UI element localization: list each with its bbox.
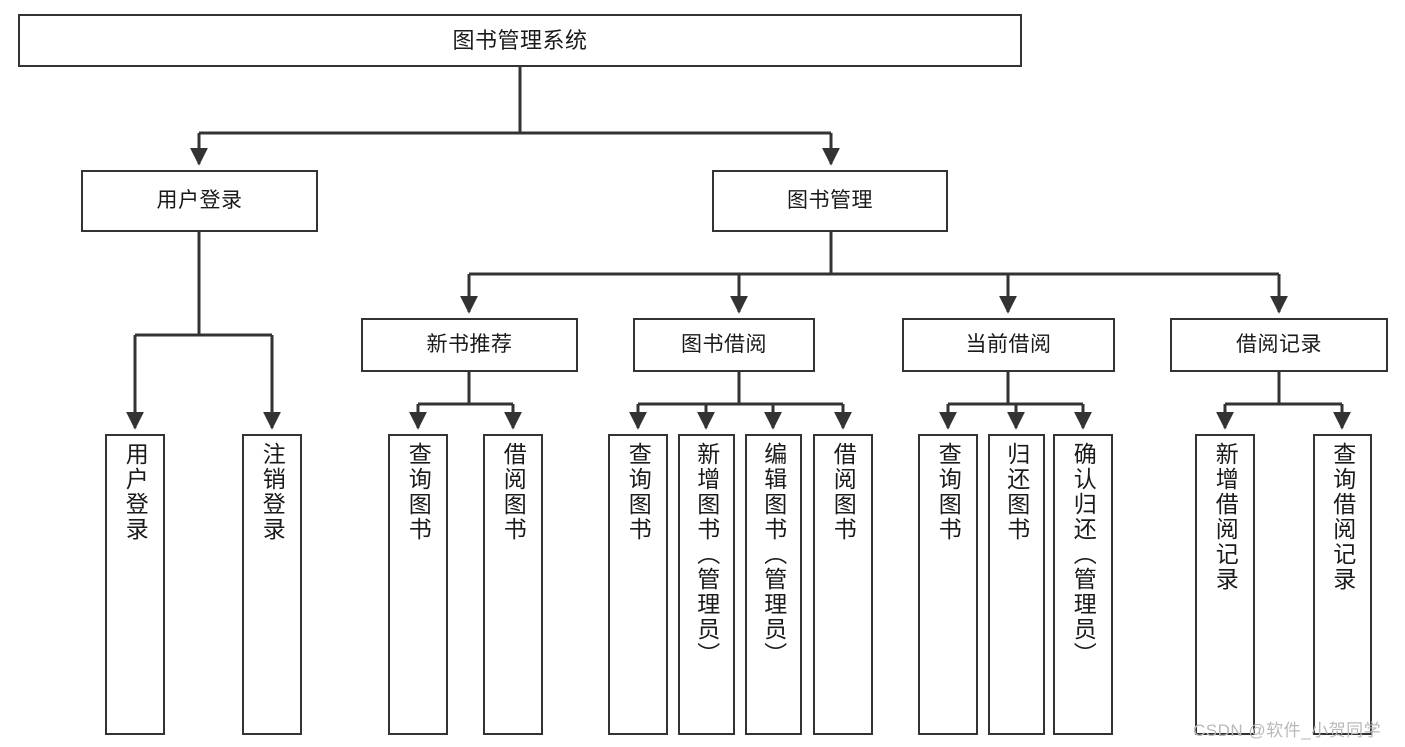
leaf-query-book-bb-label: 查询图书 — [625, 442, 652, 542]
node-book-borrow-label: 图书借阅 — [681, 332, 767, 356]
node-new-book-recommend[interactable]: 新书推荐 — [361, 318, 578, 372]
leaf-query-borrow-record[interactable]: 查询借阅记录 — [1313, 434, 1372, 735]
node-new-book-recommend-label: 新书推荐 — [426, 332, 513, 356]
node-book-management-label: 图书管理 — [787, 188, 873, 212]
leaf-user-login[interactable]: 用户登录 — [105, 434, 165, 735]
leaf-add-book-admin-label: 新增图书（管理员） — [693, 442, 720, 667]
node-borrow-record[interactable]: 借阅记录 — [1170, 318, 1388, 372]
leaf-add-book-admin[interactable]: 新增图书（管理员） — [678, 434, 735, 735]
leaf-borrow-book-bb[interactable]: 借阅图书 — [813, 434, 873, 735]
node-current-borrow-label: 当前借阅 — [965, 332, 1052, 356]
leaf-add-borrow-record-label: 新增借阅记录 — [1212, 442, 1239, 592]
node-current-borrow[interactable]: 当前借阅 — [902, 318, 1115, 372]
node-user-login[interactable]: 用户登录 — [81, 170, 318, 232]
node-user-login-label: 用户登录 — [156, 188, 243, 212]
leaf-query-borrow-record-label: 查询借阅记录 — [1329, 442, 1356, 592]
leaf-edit-book-admin[interactable]: 编辑图书（管理员） — [745, 434, 802, 735]
node-book-management[interactable]: 图书管理 — [712, 170, 948, 232]
node-borrow-record-label: 借阅记录 — [1236, 332, 1322, 356]
leaf-confirm-return-admin-label: 确认归还（管理员） — [1070, 442, 1097, 667]
leaf-edit-book-admin-label: 编辑图书（管理员） — [760, 442, 787, 667]
leaf-query-book-nbr-label: 查询图书 — [405, 442, 432, 542]
leaf-logout-label: 注销登录 — [259, 442, 286, 542]
node-root-label: 图书管理系统 — [452, 27, 588, 53]
leaf-borrow-book-nbr-label: 借阅图书 — [500, 442, 527, 542]
leaf-logout[interactable]: 注销登录 — [242, 434, 302, 735]
leaf-borrow-book-bb-label: 借阅图书 — [830, 442, 857, 542]
leaf-borrow-book-nbr[interactable]: 借阅图书 — [483, 434, 543, 735]
leaf-query-book-cb[interactable]: 查询图书 — [918, 434, 978, 735]
leaf-query-book-cb-label: 查询图书 — [935, 442, 962, 542]
node-root[interactable]: 图书管理系统 — [18, 14, 1022, 67]
watermark: CSDN @软件_小贺同学 — [1193, 721, 1382, 740]
leaf-add-borrow-record[interactable]: 新增借阅记录 — [1195, 434, 1255, 735]
leaf-user-login-label: 用户登录 — [122, 442, 149, 542]
leaf-query-book-bb[interactable]: 查询图书 — [608, 434, 668, 735]
leaf-return-book-label: 归还图书 — [1003, 442, 1030, 542]
leaf-query-book-nbr[interactable]: 查询图书 — [388, 434, 448, 735]
node-book-borrow[interactable]: 图书借阅 — [633, 318, 815, 372]
leaf-confirm-return-admin[interactable]: 确认归还（管理员） — [1053, 434, 1113, 735]
leaf-return-book[interactable]: 归还图书 — [988, 434, 1045, 735]
